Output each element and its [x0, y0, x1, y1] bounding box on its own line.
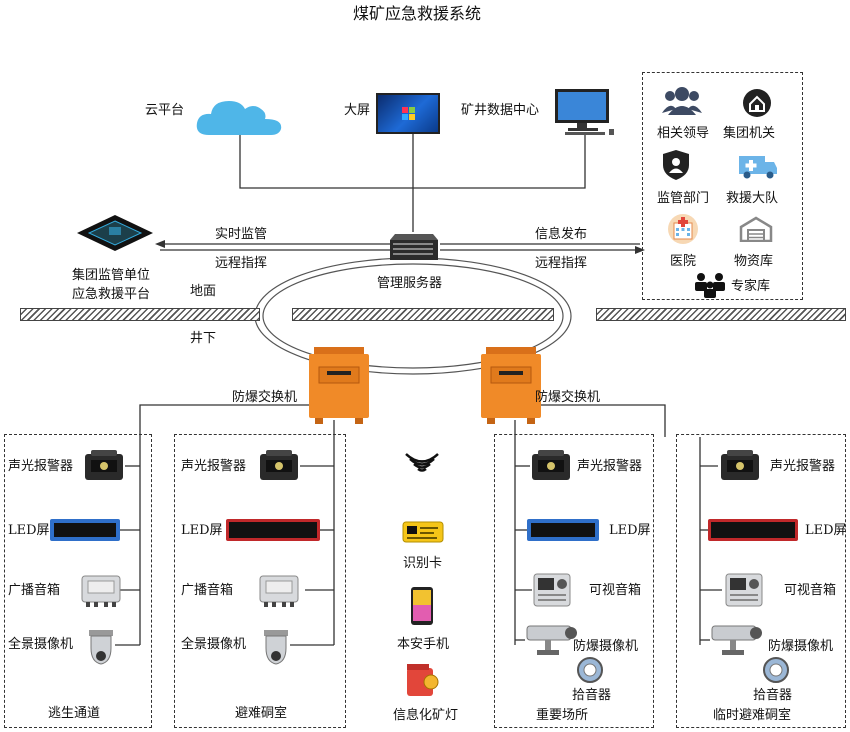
temp-zone-name: 临时避难硐室: [713, 708, 792, 723]
led-screen-red-icon: [708, 519, 798, 541]
speaker-box-icon: [258, 574, 300, 608]
dome-camera-icon: [260, 628, 292, 668]
zone-temp-refuge-box: [676, 434, 846, 728]
explosion-proof-camera-icon: [706, 622, 762, 658]
remote-left-label: 远程指挥: [215, 256, 268, 271]
explosion-proof-camera-icon: [521, 622, 577, 658]
switch-right-icon: [481, 345, 541, 425]
hospital-icon: [666, 213, 700, 245]
personal-phone: 本安手机: [397, 637, 450, 652]
screen-label: 大屏: [344, 103, 371, 118]
cloud-icon: [195, 95, 285, 137]
switch-right-label: 防爆交换机: [535, 390, 601, 405]
ground-strip-left: [20, 308, 260, 321]
switch-left-icon: [309, 345, 369, 425]
group-platform-icon: [75, 213, 155, 253]
led-screen-blue-icon: [527, 519, 599, 541]
zone-escape-box: [4, 434, 152, 728]
page-title: 煤矿应急救援系统: [353, 4, 482, 23]
group-platform-line2: 应急救援平台: [72, 287, 151, 302]
agency-label-leaders: 相关领导: [657, 126, 710, 141]
visual-speaker-icon: [532, 572, 572, 608]
data-center-label: 矿井数据中心: [461, 103, 540, 118]
ground-label: 地面: [190, 284, 217, 299]
refuge-item-alarm: 声光报警器: [181, 459, 247, 474]
escape-zone-name: 逃生通道: [48, 706, 101, 721]
alarm-icon: [83, 448, 125, 484]
experts-icon: [692, 271, 728, 299]
refuge-zone-name: 避难硐室: [235, 706, 288, 721]
ground-strip-middle: [292, 308, 554, 321]
phone-icon: [410, 586, 434, 626]
important-item-pickup: 拾音器: [572, 688, 612, 703]
zone-important-box: [494, 434, 654, 728]
agency-label-rescue: 救援大队: [726, 191, 779, 206]
agency-label-experts: 专家库: [731, 279, 771, 294]
escape-item-alarm: 声光报警器: [8, 459, 74, 474]
underground-label: 井下: [190, 331, 217, 346]
id-card-icon: [402, 521, 444, 543]
agency-label-regulator: 监管部门: [657, 191, 710, 206]
realtime-label: 实时监管: [215, 227, 268, 242]
refuge-item-speaker: 广播音箱: [181, 583, 234, 598]
large-screen-icon: [376, 93, 440, 134]
switch-left-label: 防爆交换机: [232, 390, 298, 405]
alarm-icon: [530, 448, 572, 484]
alarm-icon: [719, 448, 761, 484]
refuge-item-camera: 全景摄像机: [181, 637, 247, 652]
important-item-visual-speaker: 可视音箱: [589, 583, 642, 598]
visual-speaker-icon: [724, 572, 764, 608]
refuge-item-led: LED屏: [181, 523, 223, 538]
group-platform-line1: 集团监管单位: [72, 268, 151, 283]
agency-label-warehouse: 物资库: [734, 254, 774, 269]
publish-label: 信息发布: [535, 227, 588, 242]
desktop-computer-icon: [553, 88, 623, 136]
personal-lamp: 信息化矿灯: [393, 708, 459, 723]
house-icon: [742, 88, 772, 118]
agency-label-group: 集团机关: [723, 126, 776, 141]
server-label: 管理服务器: [377, 276, 443, 291]
temp-item-pickup: 拾音器: [753, 688, 793, 703]
people-icon: [662, 85, 702, 117]
alarm-icon: [258, 448, 300, 484]
temp-item-camera: 防爆摄像机: [768, 639, 834, 654]
dome-camera-icon: [85, 628, 117, 668]
escape-item-camera: 全景摄像机: [8, 637, 74, 652]
speaker-box-icon: [80, 574, 122, 608]
wireless-signal-icon: [405, 453, 439, 473]
important-item-alarm: 声光报警器: [577, 459, 643, 474]
important-item-led: LED屏: [609, 523, 651, 538]
escape-item-speaker: 广播音箱: [8, 583, 61, 598]
cloud-label: 云平台: [145, 103, 185, 118]
agencies-box: [642, 72, 803, 300]
miner-lamp-icon: [403, 662, 439, 698]
agency-label-hospital: 医院: [670, 254, 697, 269]
warehouse-icon: [739, 216, 773, 242]
ambulance-icon: [738, 152, 778, 180]
ground-strip-right: [596, 308, 846, 321]
temp-item-led: LED屏: [805, 523, 847, 538]
server-icon: [389, 232, 439, 262]
led-screen-blue-icon: [50, 519, 120, 541]
important-zone-name: 重要场所: [536, 708, 589, 723]
badge-icon: [662, 149, 690, 181]
escape-item-led: LED屏: [8, 523, 50, 538]
personal-id-card: 识别卡: [403, 556, 443, 571]
sound-pickup-icon: [576, 656, 604, 684]
zone-refuge-box: [174, 434, 346, 728]
sound-pickup-icon: [762, 656, 790, 684]
temp-item-visual-speaker: 可视音箱: [784, 583, 837, 598]
remote-right-label: 远程指挥: [535, 256, 588, 271]
temp-item-alarm: 声光报警器: [770, 459, 836, 474]
led-screen-red-icon: [226, 519, 320, 541]
important-item-camera: 防爆摄像机: [573, 639, 639, 654]
